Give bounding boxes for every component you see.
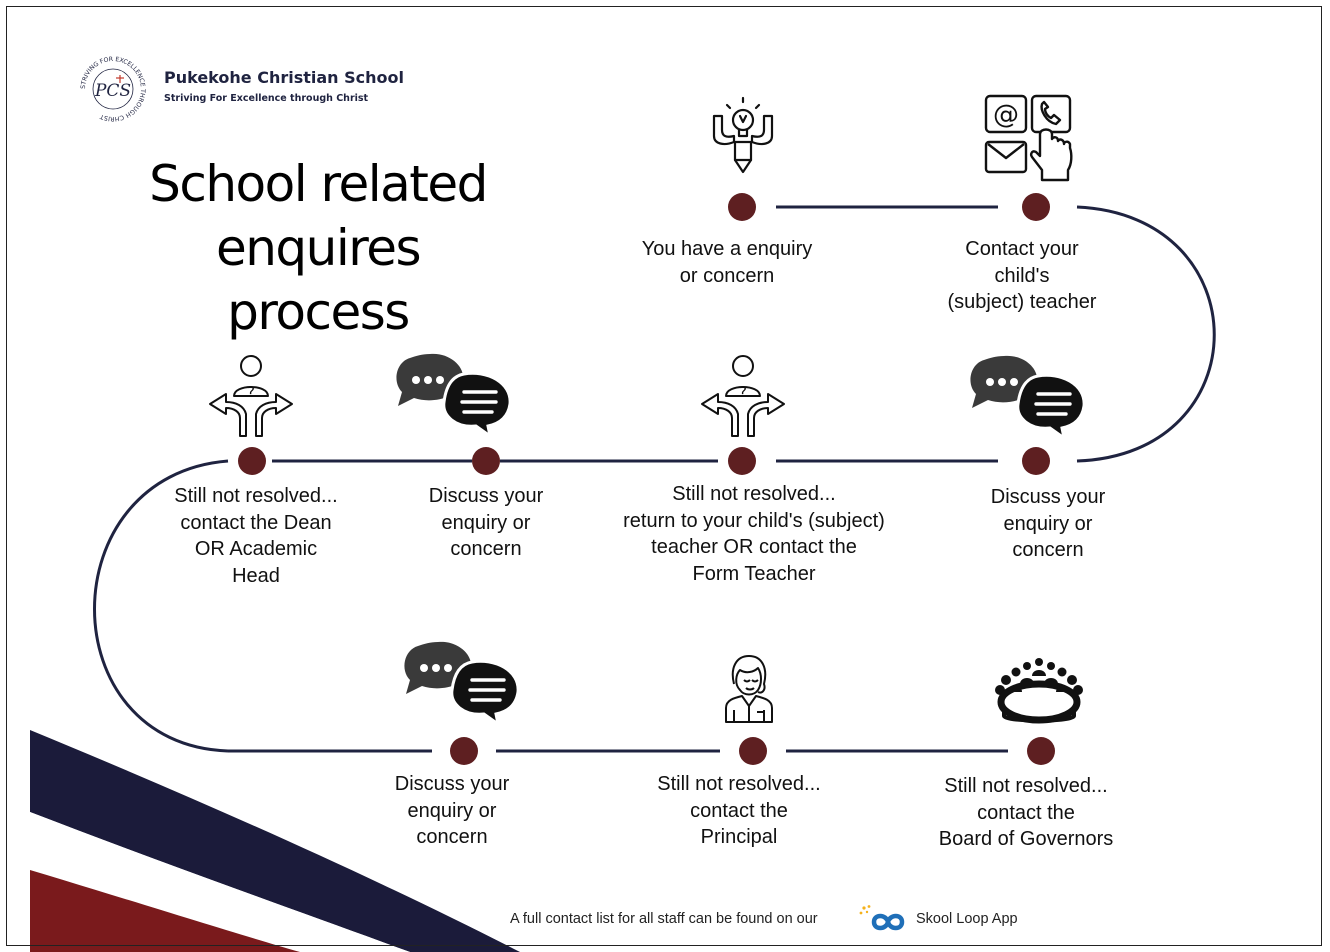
red-swoosh — [30, 870, 300, 952]
white-stripe — [30, 812, 410, 952]
school-tagline: Striving For Excellence through Christ — [164, 93, 369, 104]
board-meeting-icon — [995, 658, 1083, 724]
lightbulb-idea-icon — [712, 96, 774, 174]
school-name: Pukekohe Christian School — [164, 68, 404, 87]
chat-bubbles-icon — [970, 355, 1086, 440]
svg-text:PCS: PCS — [94, 81, 131, 101]
chat-bubbles-icon — [404, 641, 520, 726]
step-node-5 — [472, 447, 500, 475]
step-node-7 — [450, 737, 478, 765]
school-logo: STRIVING FOR EXCELLENCE THROUGH CHRIST P… — [80, 56, 146, 122]
step-node-4 — [728, 447, 756, 475]
svg-text:?: ? — [739, 383, 747, 401]
step-node-2 — [1022, 193, 1050, 221]
step-node-3 — [1022, 447, 1050, 475]
principal-icon — [725, 655, 773, 723]
step-node-8 — [739, 737, 767, 765]
step-node-6 — [238, 447, 266, 475]
step-node-1 — [728, 193, 756, 221]
decision-person-icon: ? — [701, 355, 785, 437]
step-node-9 — [1027, 737, 1055, 765]
skool-loop-logo-icon — [859, 905, 905, 931]
step-label-4: Still not resolved...return to your chil… — [623, 483, 885, 585]
footer-text: A full contact list for all staff can be… — [510, 911, 818, 927]
svg-text:@: @ — [993, 100, 1019, 130]
chat-bubbles-icon — [396, 353, 512, 438]
navy-swoosh — [30, 730, 520, 952]
app-name: Skool Loop App — [916, 911, 1018, 927]
contact-methods-icon: @ — [984, 94, 1073, 182]
page-title: School related enquires process — [149, 155, 488, 341]
decision-person-icon: ? — [209, 355, 293, 437]
svg-text:?: ? — [247, 383, 255, 401]
